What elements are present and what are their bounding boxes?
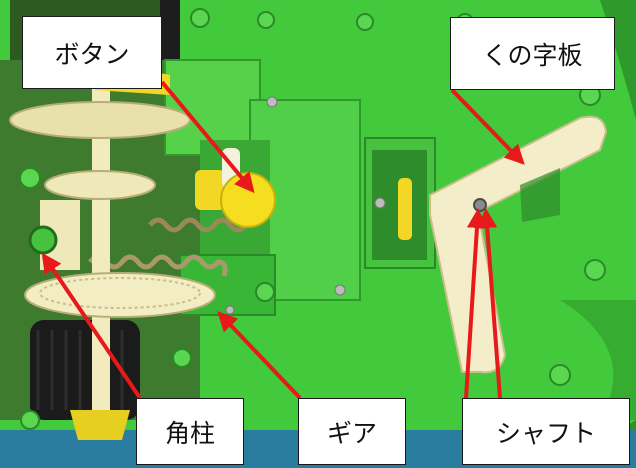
square-post: [28, 225, 58, 255]
arrow-to-l-plate: [450, 88, 525, 165]
pointer-arrows: [41, 80, 525, 400]
arrow-to-gear: [217, 311, 302, 400]
label-l-plate: くの字板: [450, 17, 615, 90]
spring-upper: [148, 217, 248, 233]
motor: [30, 320, 140, 420]
spring-lower: [88, 254, 228, 277]
arrow-to-shaft-left: [464, 208, 487, 399]
arrow-to-square-post: [41, 252, 142, 400]
arrow-to-shaft-right: [477, 208, 502, 399]
upper-gear: [9, 101, 191, 139]
arrow-to-button: [160, 80, 255, 194]
shaft-pin: [473, 198, 487, 212]
label-shaft: シャフト: [462, 398, 630, 465]
label-gear: ギア: [298, 398, 406, 465]
label-square-post: 角柱: [136, 398, 244, 465]
vertical-shaft: [92, 40, 110, 440]
main-gear: [24, 272, 216, 318]
yellow-button: [220, 172, 276, 228]
label-button: ボタン: [22, 16, 162, 89]
